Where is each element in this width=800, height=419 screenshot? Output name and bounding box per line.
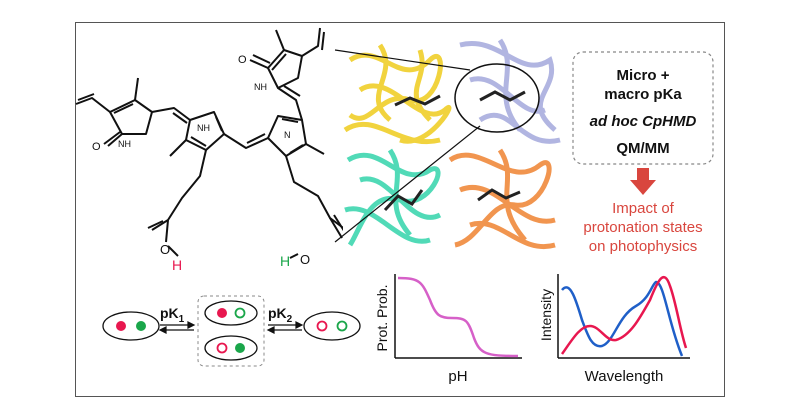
- equilibrium-scheme: pK1 pK2: [102, 295, 361, 367]
- protein-domain-top-right: [459, 38, 561, 144]
- methods-line-1: Micro +: [617, 67, 670, 84]
- atom-n-center: N: [284, 130, 291, 140]
- atom-o-left: O: [92, 141, 101, 153]
- atom-o-acid2: O: [300, 252, 310, 267]
- highlight-circle: [454, 63, 540, 133]
- atom-nh-top: NH: [254, 82, 267, 92]
- pk1-label: pK1: [160, 305, 185, 325]
- molecule-labels: O NH NH N O NH O O: [92, 54, 310, 267]
- protein-domain-bottom-right: [448, 148, 556, 250]
- methods-box: [572, 51, 714, 165]
- atom-nh-center: NH: [197, 123, 210, 133]
- spectrum-ylabel: Intensity: [538, 289, 554, 341]
- zoom-line-bottom: [334, 125, 481, 243]
- protein-structure: [334, 38, 563, 256]
- pk2-label: pK2: [268, 305, 293, 325]
- zoom-line-top: [334, 49, 471, 71]
- protonation-xlabel: pH: [448, 368, 467, 385]
- atom-h-acid2: H: [280, 253, 290, 269]
- atom-o-acid1: O: [160, 242, 170, 257]
- protonation-ylabel: Prot. Prob.: [374, 285, 390, 352]
- spectrum-series-red: [560, 275, 688, 355]
- atom-o-top: O: [238, 54, 247, 66]
- molecule-structure: [75, 27, 347, 243]
- protonation-curve: [397, 276, 519, 358]
- spectrum-xlabel: Wavelength: [585, 368, 664, 385]
- methods-line-2: macro pKa: [604, 86, 682, 103]
- atom-nh-left: NH: [118, 139, 131, 149]
- state-mixed-a: [204, 300, 258, 326]
- down-arrow-icon: [630, 168, 656, 195]
- spectrum-plot: Intensity Wavelength: [538, 274, 690, 385]
- protein-domain-bottom-left: [344, 148, 442, 247]
- spectrum-series-blue: [561, 280, 684, 357]
- chromophore-ligands: [383, 90, 526, 212]
- state-both-deprotonated: [303, 311, 361, 341]
- protonation-plot: Prot. Prob. pH: [374, 274, 522, 385]
- impact-line-3: on photophysics: [589, 238, 697, 255]
- state-both-protonated: [102, 311, 160, 341]
- acid1-bond: [167, 245, 179, 257]
- pk2-arrows: [266, 321, 304, 334]
- impact-line-2: protonation states: [583, 219, 702, 236]
- atom-h-acid1: H: [172, 257, 182, 273]
- figure-frame: [75, 22, 725, 397]
- intermediate-states-box: [197, 295, 265, 367]
- acid2-bond: [289, 253, 299, 259]
- impact-line-1: Impact of: [612, 200, 675, 217]
- pk1-arrows: [158, 321, 196, 334]
- state-mixed-b: [204, 335, 258, 361]
- methods-line-3: ad hoc CpHMD: [590, 113, 697, 130]
- protein-domain-top-left: [343, 43, 452, 145]
- methods-line-4: QM/MM: [616, 140, 669, 157]
